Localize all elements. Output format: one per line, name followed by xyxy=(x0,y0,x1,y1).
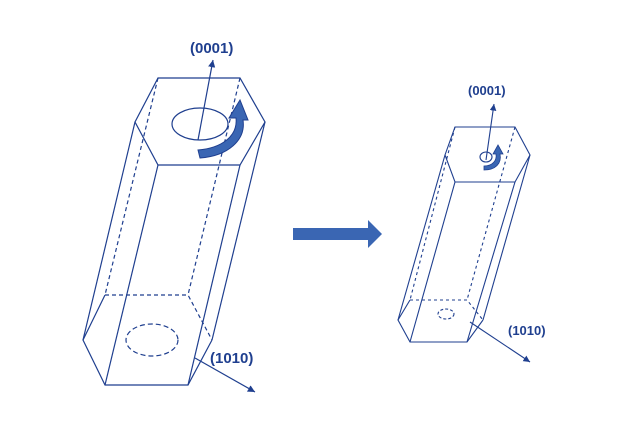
small-top-face-label: (0001) xyxy=(468,83,506,98)
large-bottom-dashed-ring xyxy=(125,323,179,357)
large-rotation-arrow xyxy=(197,98,249,159)
large-prism-bottom-face xyxy=(82,294,213,386)
large-prism-edge xyxy=(82,121,136,341)
large-c-axis-arrow xyxy=(197,59,216,141)
small-rotation-arrow xyxy=(483,144,504,171)
small-prism-edge xyxy=(466,181,516,343)
small-prism-bottom-face xyxy=(397,299,484,343)
small-top-ring xyxy=(479,151,493,163)
small-prism-hidden-edge xyxy=(409,126,456,301)
large-prism-edge xyxy=(211,121,266,341)
small-prism-edge xyxy=(397,154,446,321)
large-a-axis-arrow xyxy=(194,357,256,393)
small-bottom-dashed-ring xyxy=(437,308,455,320)
large-prism-edge xyxy=(187,164,241,386)
large-top-face-label: (0001) xyxy=(190,40,234,57)
large-top-ring xyxy=(171,107,229,141)
transition-arrow xyxy=(293,220,382,248)
large-prism-hidden-edge xyxy=(104,77,159,296)
small-a-axis-arrow xyxy=(469,321,531,363)
small-prism-bottom-hidden-edges xyxy=(410,299,484,321)
large-side-face-label: (1010) xyxy=(210,350,254,367)
small-c-axis-arrow xyxy=(485,103,497,161)
small-hexagonal-prism xyxy=(397,103,531,363)
large-prism-edge xyxy=(104,164,159,386)
small-prism-top-face xyxy=(444,126,531,183)
small-prism-edge xyxy=(482,154,531,321)
small-prism-edge xyxy=(409,181,456,343)
small-prism-hidden-edge xyxy=(466,126,516,301)
small-side-face-label: (1010) xyxy=(508,323,546,338)
